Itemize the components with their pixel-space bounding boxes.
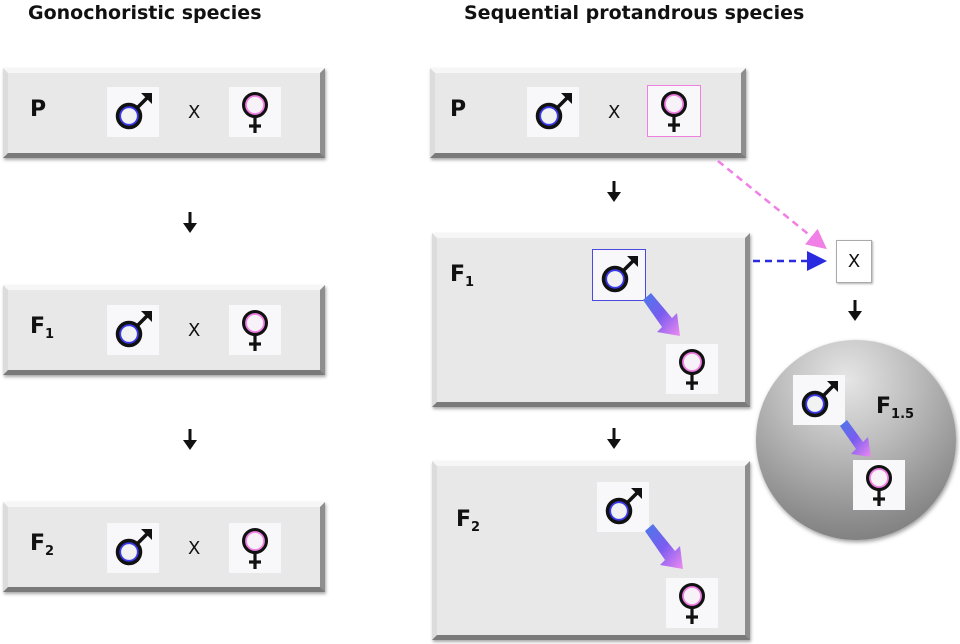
- female-symbol-icon: [229, 87, 281, 137]
- female-symbol-icon: [666, 578, 718, 628]
- f15-label: F1.5: [876, 394, 914, 422]
- female-symbol-icon: [853, 460, 905, 510]
- gen-sub: 1: [45, 327, 55, 342]
- proto-f2-label: F2: [456, 507, 480, 535]
- gen-label: P: [450, 97, 467, 122]
- heading-gonochoristic: Gonochoristic species: [28, 2, 262, 24]
- female-symbol-icon: [647, 85, 701, 137]
- down-arrow-icon: [607, 181, 621, 203]
- gono-f1-label: F1: [30, 314, 54, 342]
- male-symbol-icon: [107, 305, 159, 355]
- male-symbol-icon: [597, 482, 649, 532]
- proto-p-label: P: [450, 97, 466, 122]
- cross-symbol: X: [608, 102, 621, 123]
- male-symbol-icon: [793, 375, 845, 425]
- gen-label: F: [30, 314, 46, 339]
- gen-label: F: [456, 507, 472, 532]
- cross-symbol: X: [188, 320, 201, 341]
- gen-sub: 1: [465, 275, 475, 290]
- down-arrow-icon: [607, 428, 621, 450]
- gen-label: P: [30, 97, 47, 122]
- male-symbol-icon: [592, 249, 646, 301]
- male-symbol-icon: [107, 523, 159, 573]
- down-arrow-icon: [848, 300, 862, 322]
- female-symbol-icon: [229, 523, 281, 573]
- gen-label: F: [876, 394, 892, 419]
- gen-sub: 1.5: [891, 407, 915, 422]
- cross-symbol: X: [188, 538, 201, 559]
- male-symbol-icon: [527, 87, 579, 137]
- gono-p-label: P: [30, 97, 46, 122]
- gen-sub: 2: [471, 520, 481, 535]
- down-arrow-icon: [183, 429, 197, 451]
- gen-sub: 2: [45, 544, 55, 559]
- female-symbol-icon: [666, 344, 718, 394]
- gono-f2-label: F2: [30, 531, 54, 559]
- down-arrow-icon: [183, 212, 197, 234]
- f15-circle: [756, 340, 956, 540]
- proto-f1-label: F1: [450, 262, 474, 290]
- cross-box: X: [836, 240, 872, 283]
- male-symbol-icon: [107, 87, 159, 137]
- cross-symbol: X: [188, 102, 201, 123]
- heading-protandrous: Sequential protandrous species: [464, 2, 805, 24]
- female-symbol-icon: [229, 305, 281, 355]
- gen-label: F: [30, 531, 46, 556]
- gen-label: F: [450, 262, 466, 287]
